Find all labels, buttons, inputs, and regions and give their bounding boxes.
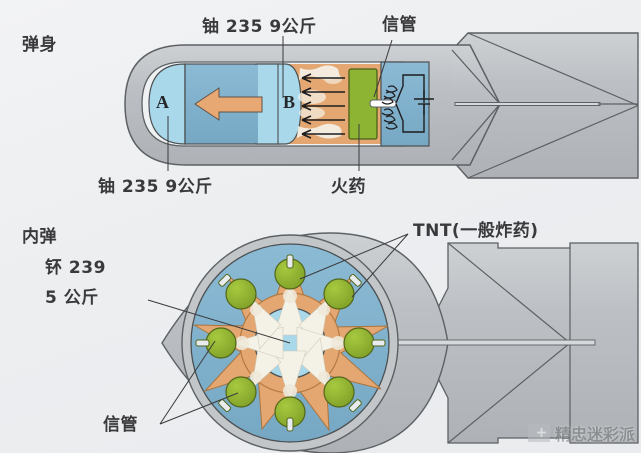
- gun-type-bomb-graphic: [124, 32, 639, 179]
- propellant-burn-pattern: [297, 65, 342, 139]
- watermark-logo-icon: [527, 424, 550, 442]
- label-plutonium-isotope: 钚 239: [45, 258, 106, 278]
- gun-bomb-leader-lines: [167, 36, 393, 171]
- label-plutonium-mass: 5 公斤: [45, 288, 99, 308]
- detonator: [218, 273, 257, 310]
- watermark-text: 精忠迷彩派: [554, 425, 635, 444]
- implosion-bomb-body-title: 内弹: [22, 227, 57, 247]
- label-fuze-top: 信管: [382, 15, 417, 35]
- watermark: 精忠迷彩派: [527, 421, 635, 445]
- detonator-ring: [195, 254, 386, 432]
- gun-bomb-body-title: 弹身: [22, 35, 57, 55]
- label-powder: 火药: [331, 177, 366, 197]
- marker-piece-a: A: [156, 92, 170, 112]
- detonator: [323, 273, 362, 310]
- label-fuze-bottom: 信管: [103, 415, 138, 435]
- label-uranium-top: 铀 235 9公斤: [202, 17, 317, 37]
- detonator: [323, 376, 362, 413]
- firing-pin-rod: [369, 99, 397, 108]
- detonator: [274, 254, 306, 290]
- gun-bomb-axis-rod: [454, 102, 601, 106]
- implosion-leader-lines: [147, 233, 409, 425]
- label-tnt: TNT(一般炸药): [413, 221, 539, 241]
- marker-piece-b: B: [283, 92, 296, 112]
- propellant-thrust-arrows: [301, 73, 345, 139]
- detonator: [195, 327, 237, 359]
- implosion-axis-rod: [394, 339, 596, 346]
- detonator: [343, 327, 386, 359]
- detonator: [274, 396, 306, 432]
- uranium-target-piece-a: [148, 63, 186, 145]
- implosion-bomb-graphic: [147, 232, 639, 453]
- detonator: [218, 376, 257, 413]
- gun-bomb-tail-inner-lines: [467, 32, 639, 179]
- label-uranium-bottom: 铀 235 9公斤: [98, 177, 213, 197]
- fuze-circuit-symbol: [381, 74, 434, 133]
- projectile-direction-arrow: [194, 87, 263, 121]
- explosive-wedges: [232, 284, 348, 402]
